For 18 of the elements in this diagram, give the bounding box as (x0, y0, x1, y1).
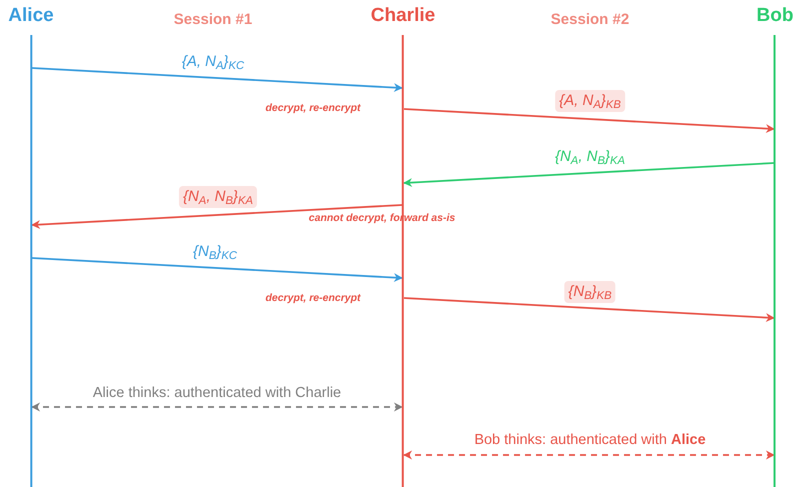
message-arrow (404, 297, 775, 322)
session-heading: Session #2 (550, 10, 630, 30)
dashed-arrow (31, 402, 403, 412)
edge-label: {N$_{B}$}$_{KB}$ (564, 281, 616, 303)
message-arrow (403, 162, 774, 188)
dashed-arrow (403, 450, 775, 460)
edge-label: {N$_{A}$, N$_{B}$}$_{KA}$ (178, 186, 258, 208)
annotation-note: decrypt, re-encrypt (265, 101, 361, 116)
annotation-note: decrypt, re-encrypt (265, 291, 361, 306)
participant-name: Alice (8, 4, 54, 28)
participant-name: Bob (756, 4, 794, 28)
edge-label: {A, N$_{A}$}$_{KB}$ (555, 90, 625, 112)
session-heading: Session #1 (174, 10, 252, 30)
message-arrow (32, 257, 403, 282)
message-arrow (32, 67, 403, 92)
participant-name: Charlie (370, 4, 436, 28)
message-arrow (31, 204, 402, 230)
message-arrow (404, 108, 775, 134)
